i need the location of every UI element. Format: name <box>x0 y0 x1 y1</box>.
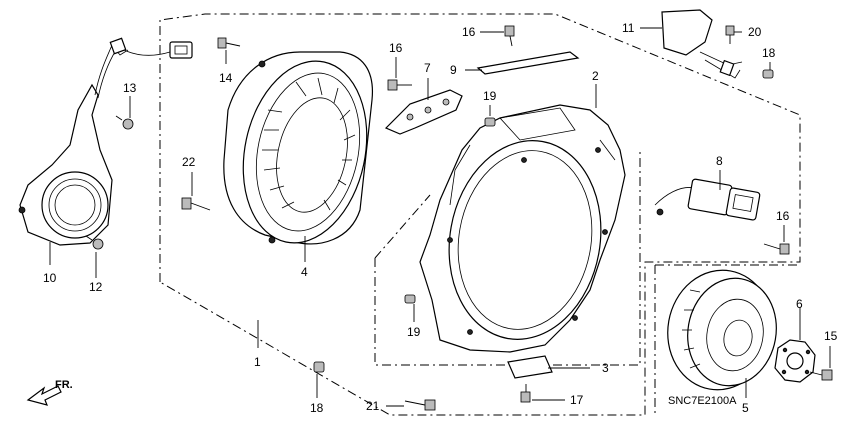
callout-17: 17 <box>570 393 584 407</box>
callout-3: 3 <box>602 361 609 375</box>
callout-labels: 1 2 3 4 5 6 7 8 9 10 11 12 13 14 15 16 1… <box>43 21 838 415</box>
callout-19-bottom: 19 <box>407 325 421 339</box>
rotor-sensor-cover <box>18 37 193 246</box>
bolt-12 <box>85 235 104 250</box>
dowel-19-top <box>484 117 496 127</box>
callout-13: 13 <box>123 81 137 95</box>
callout-16-right: 16 <box>776 209 790 223</box>
dowel-18-bottom <box>313 361 325 373</box>
callout-6: 6 <box>796 297 803 311</box>
callout-8: 8 <box>716 154 723 168</box>
front-direction-indicator: FR. <box>26 379 73 406</box>
rotor-plate <box>774 339 816 383</box>
leader-lines <box>49 27 831 407</box>
bolt-22 <box>181 197 211 211</box>
rotor-assembly <box>667 269 777 391</box>
fasteners <box>85 25 833 411</box>
front-arrow-icon <box>26 385 62 406</box>
callout-4: 4 <box>301 265 308 279</box>
stator-assembly <box>223 51 374 245</box>
bracket-3 <box>507 355 553 379</box>
callout-9: 9 <box>450 63 457 77</box>
callout-16-top: 16 <box>462 25 476 39</box>
callout-22: 22 <box>182 155 196 169</box>
callout-2: 2 <box>592 69 599 83</box>
callout-10: 10 <box>43 271 57 285</box>
callout-5: 5 <box>742 401 749 415</box>
bolt-16-top <box>504 25 515 47</box>
bolt-17 <box>520 384 531 403</box>
front-label: FR. <box>55 379 73 391</box>
bolt-13 <box>115 115 134 130</box>
callout-11: 11 <box>622 21 635 35</box>
callout-15: 15 <box>824 329 838 343</box>
bolt-21 <box>404 399 436 411</box>
terminal-8 <box>654 178 761 221</box>
callout-21: 21 <box>366 399 380 413</box>
bolt-15 <box>809 369 833 381</box>
bolt-14 <box>217 37 241 49</box>
bracket-11 <box>661 9 743 79</box>
callout-18-bottom: 18 <box>310 401 324 415</box>
callout-14: 14 <box>219 71 233 85</box>
callout-7: 7 <box>424 61 431 75</box>
dowel-19-bottom <box>404 294 416 304</box>
diagram-code: SNC7E2100A <box>668 395 737 407</box>
callout-12: 12 <box>89 280 103 294</box>
bolt-20 <box>725 25 735 44</box>
dowel-18-top <box>762 69 774 79</box>
bracket-7 <box>384 89 463 135</box>
callout-1: 1 <box>254 355 261 369</box>
motor-housing <box>419 104 626 353</box>
bolt-16-left <box>387 79 412 91</box>
gasket-9 <box>476 51 580 75</box>
callout-20: 20 <box>748 25 762 39</box>
callout-19-top: 19 <box>483 89 497 103</box>
assembly-outlines <box>159 13 801 416</box>
bolt-16-right <box>763 243 790 255</box>
callout-18-top: 18 <box>762 46 776 60</box>
callout-16-left: 16 <box>389 41 403 55</box>
